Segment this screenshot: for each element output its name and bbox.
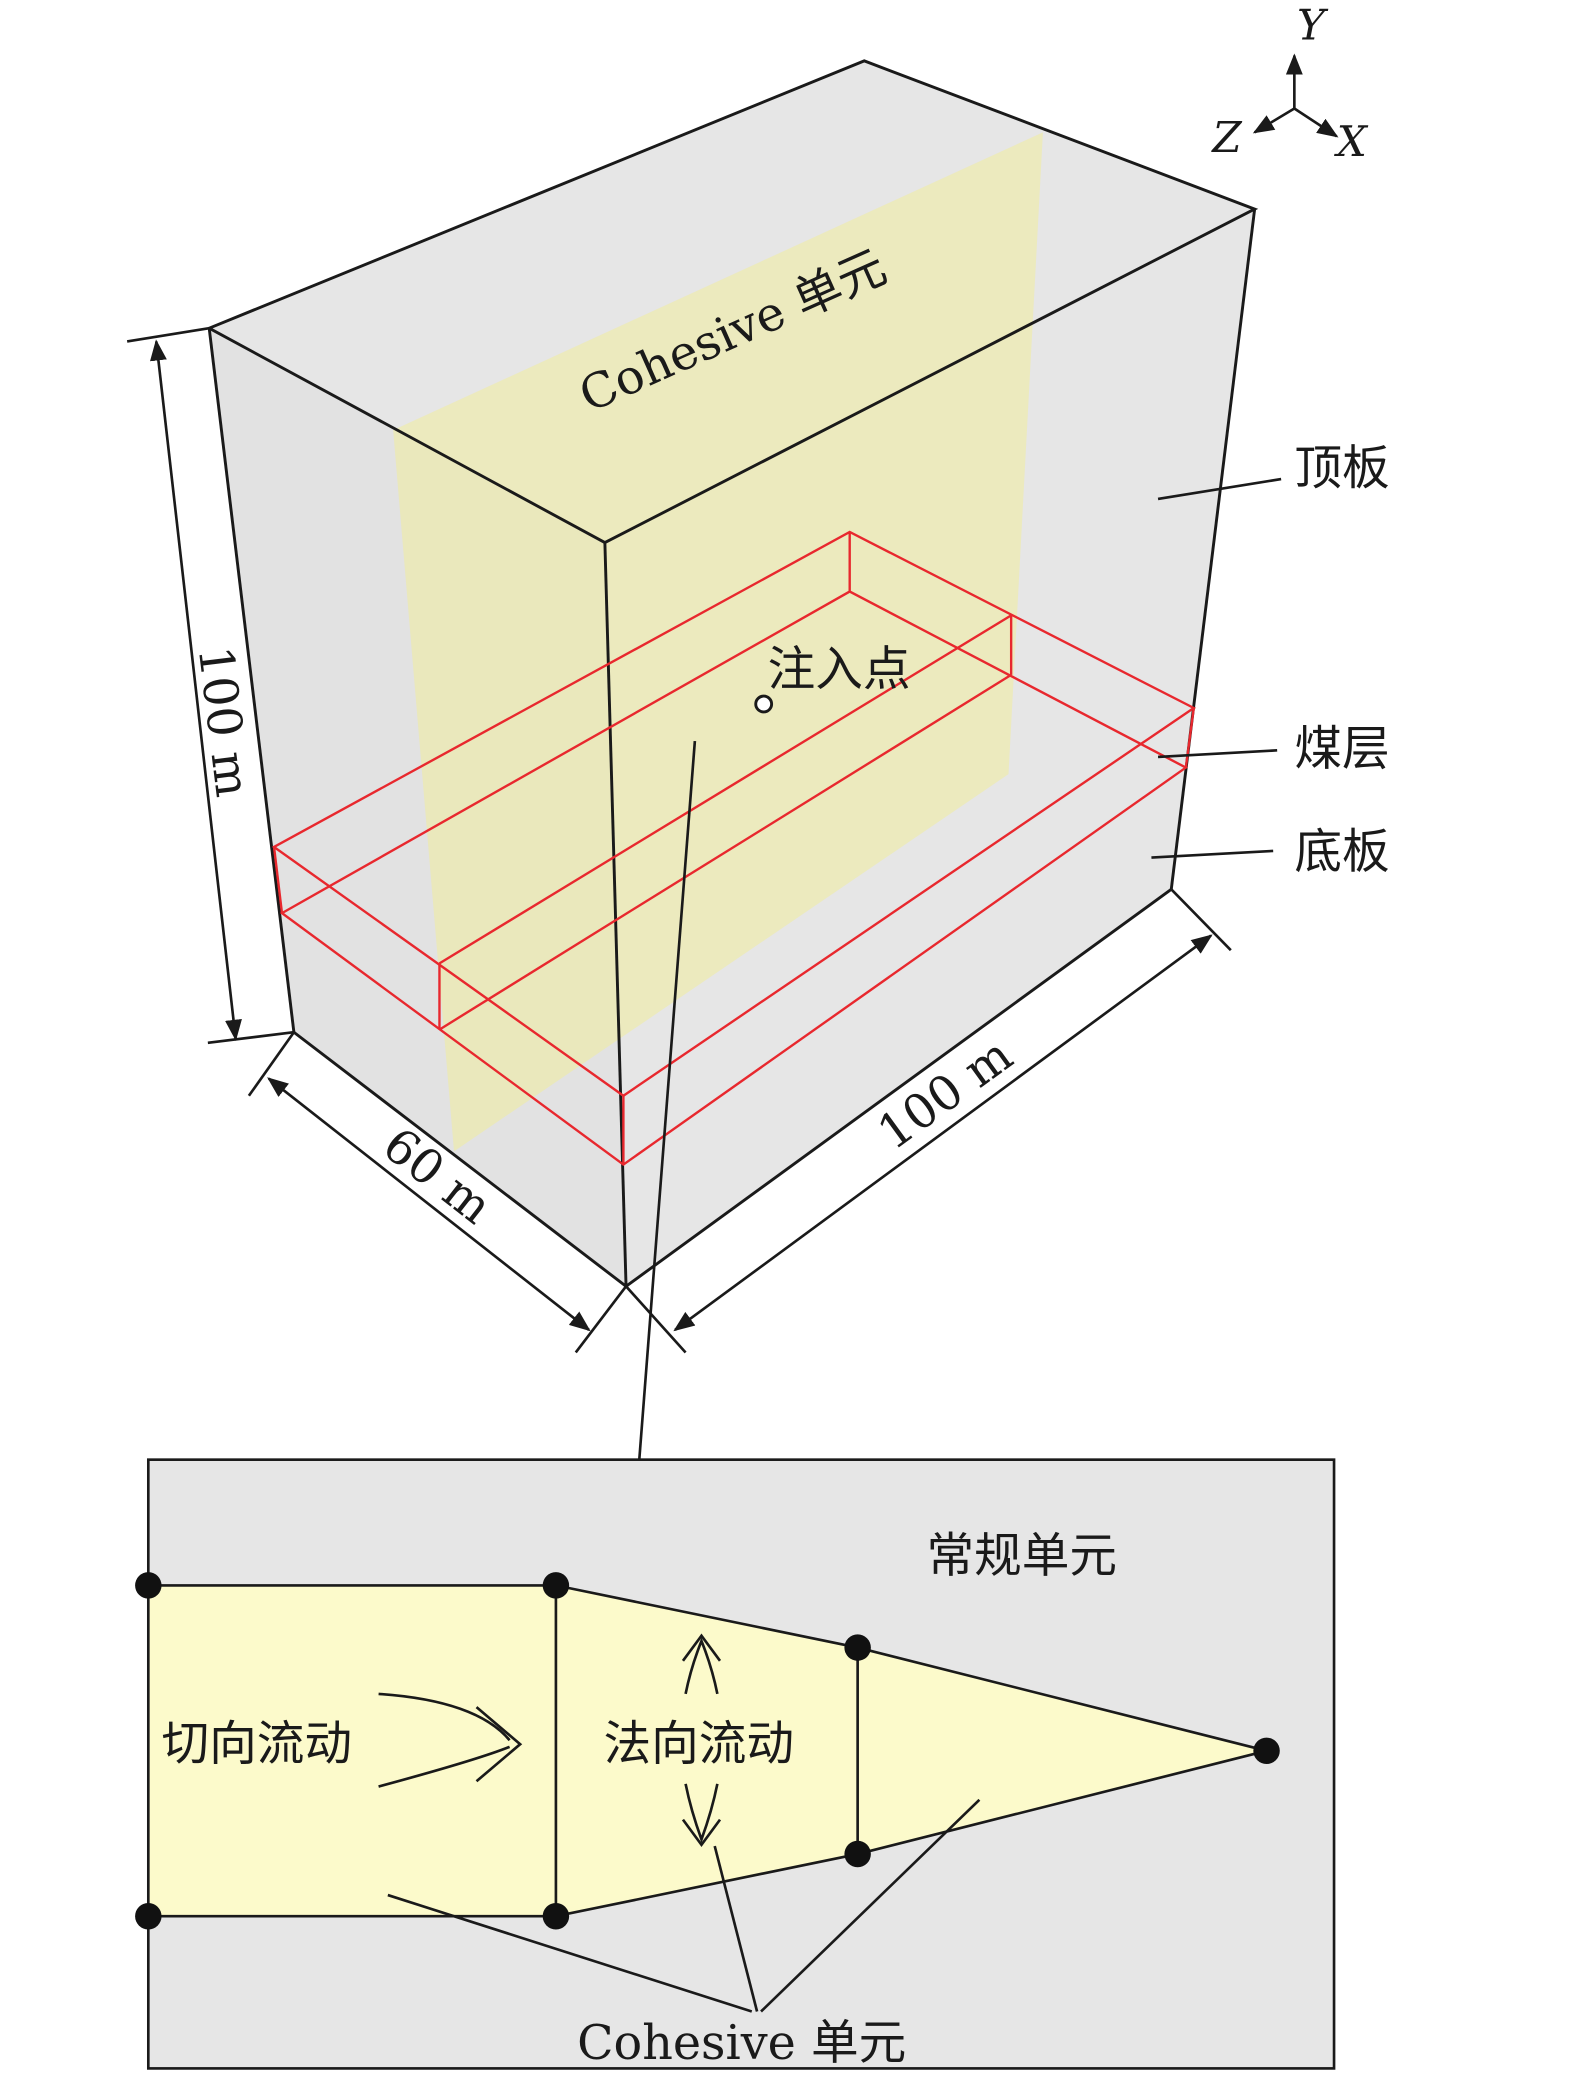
injection-point-label: 注入点	[768, 643, 911, 698]
element-nodes	[135, 1572, 1280, 1930]
cohesive-elements	[146, 1584, 1267, 1918]
regular-element-label: 常规单元	[926, 1529, 1117, 1584]
injection-point-marker	[754, 694, 774, 714]
cohesive-plane	[393, 132, 1043, 1152]
cohesive-element-label: Cohesive 单元	[577, 2016, 906, 2071]
floor-label: 底板	[1294, 825, 1389, 880]
tangential-flow-label: 切向流动	[162, 1717, 353, 1772]
axis-triad	[1252, 53, 1339, 138]
element-inset: 常规单元 切向流动 法向流动 Cohesive 单元	[135, 1458, 1336, 2071]
flow-arrows	[378, 1633, 981, 2013]
y-axis-label: Y	[1297, 1, 1329, 50]
normal-flow-label: 法向流动	[604, 1717, 795, 1772]
leader-lines	[637, 477, 1282, 1460]
z-axis-label: Z	[1210, 113, 1243, 162]
coal-seam-label: 煤层	[1294, 722, 1389, 777]
dimension-lines	[126, 326, 1232, 1354]
roof-label: 顶板	[1294, 441, 1389, 496]
x-axis-label: X	[1334, 117, 1369, 166]
